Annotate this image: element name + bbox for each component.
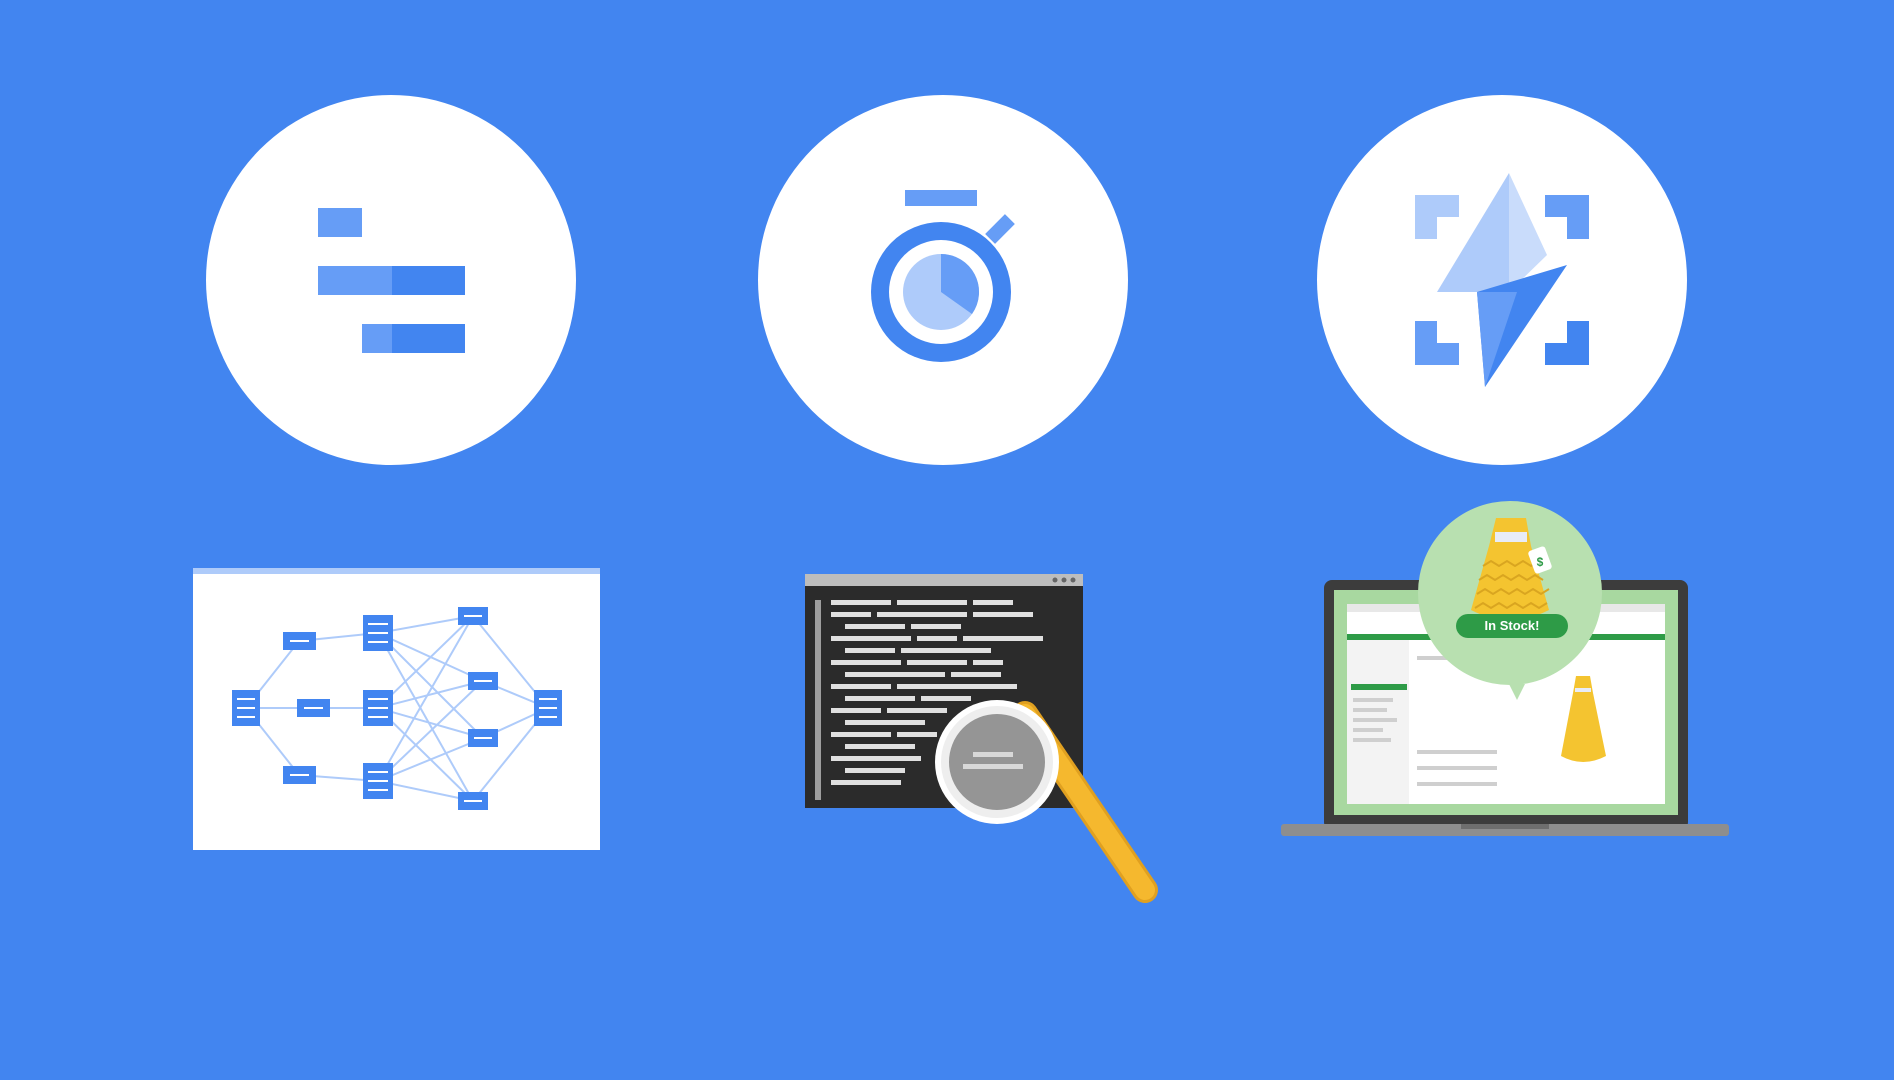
dataflow-icon — [318, 208, 465, 353]
dataflow-icon-circle — [206, 95, 576, 465]
svg-text:$: $ — [1537, 555, 1544, 569]
lightning-scan-icon — [1415, 173, 1589, 387]
log-inspection-illustration — [805, 574, 1165, 904]
pipeline-graph-illustration — [193, 568, 600, 850]
in-stock-badge: In Stock! — [1456, 614, 1568, 638]
lightning-scan-icon-circle — [1317, 95, 1687, 465]
in-stock-label: In Stock! — [1484, 618, 1540, 633]
stopwatch-icon — [871, 190, 1015, 362]
stopwatch-icon-circle — [758, 95, 1128, 465]
